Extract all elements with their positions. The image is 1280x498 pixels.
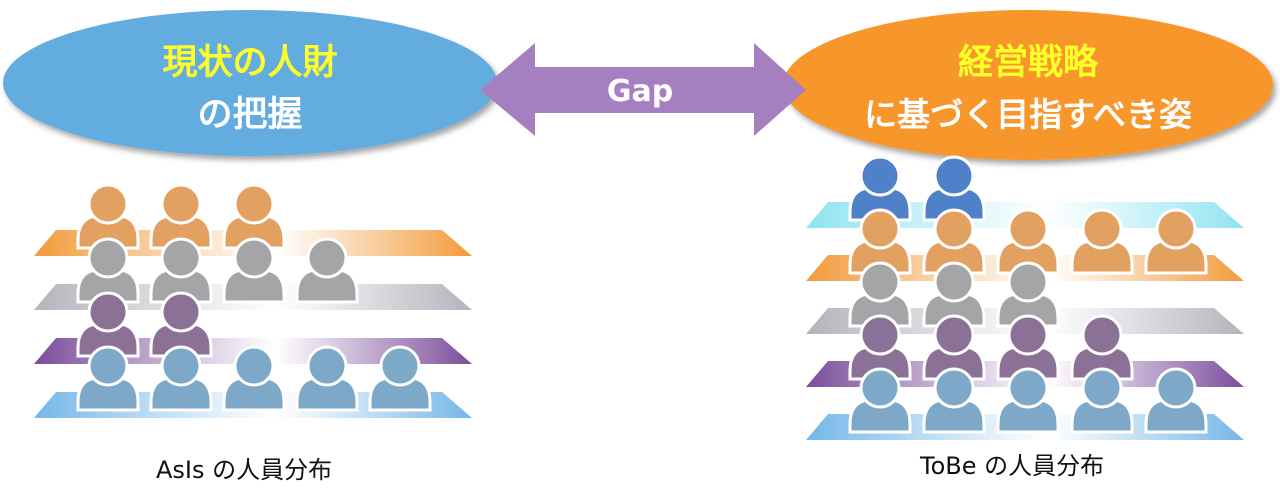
person-icon — [1070, 367, 1134, 434]
gap-double-arrow: Gap — [480, 43, 806, 136]
person-icon — [149, 237, 213, 304]
person-icon — [922, 261, 986, 328]
person-icon — [1070, 314, 1134, 381]
person-icon — [996, 314, 1060, 381]
person-icon — [76, 183, 140, 250]
person-icon — [295, 345, 359, 412]
person-icon — [922, 155, 986, 222]
current-talent-title: 現状の人財 — [162, 43, 337, 83]
person-icon — [996, 367, 1060, 434]
person-icon — [222, 345, 286, 412]
gap-label: Gap — [607, 74, 673, 109]
target-state-subtitle: に基づく目指すべき姿 — [864, 95, 1192, 134]
person-icon — [922, 367, 986, 434]
current-talent-subtitle: の把握 — [197, 95, 302, 135]
person-icon — [149, 183, 213, 250]
person-icon — [996, 208, 1060, 275]
current-talent-ellipse: 現状の人財 の把握 — [3, 10, 497, 156]
person-icon — [848, 314, 912, 381]
person-icon — [848, 208, 912, 275]
person-icon — [368, 345, 432, 412]
person-icon — [222, 237, 286, 304]
person-icon — [295, 237, 359, 304]
person-icon — [149, 291, 213, 358]
target-state-ellipse: 経営戦略 に基づく目指すべき姿 — [783, 10, 1273, 160]
person-icon — [76, 291, 140, 358]
person-icon — [996, 261, 1060, 328]
tobe-distribution-label: ToBe の人員分布 — [920, 452, 1105, 480]
person-icon — [848, 155, 912, 222]
person-icon — [1144, 367, 1208, 434]
person-icon — [149, 345, 213, 412]
person-icon — [222, 183, 286, 250]
person-icon — [922, 208, 986, 275]
person-icon — [848, 261, 912, 328]
asis-distribution-label: AsIs の人員分布 — [156, 456, 333, 484]
person-icon — [922, 314, 986, 381]
tobe-distribution — [806, 155, 1244, 440]
person-icon — [1070, 208, 1134, 275]
person-icon — [76, 345, 140, 412]
person-icon — [848, 367, 912, 434]
asis-distribution — [34, 183, 472, 418]
person-icon — [76, 237, 140, 304]
person-icon — [1144, 208, 1208, 275]
target-state-title: 経営戦略 — [958, 43, 1099, 83]
